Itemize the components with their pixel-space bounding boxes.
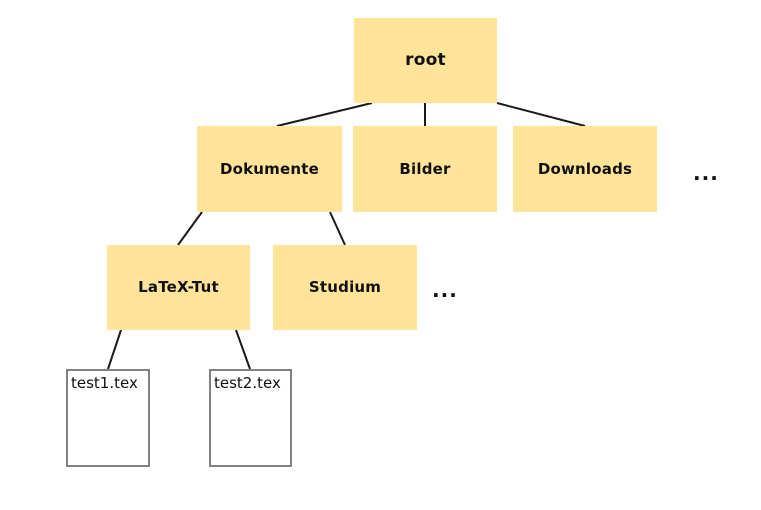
tree-node-latextut[interactable]: LaTeX-Tut (107, 245, 250, 330)
tree-node-label-test1: test1.tex (71, 374, 138, 392)
tree-node-label-root: root (405, 50, 446, 70)
tree-node-label-latextut: LaTeX-Tut (138, 278, 219, 296)
tree-node-label-downloads: Downloads (537, 159, 633, 178)
ellipsis-row3: ... (432, 278, 458, 302)
tree-node-bilder[interactable]: Bilder (353, 126, 497, 212)
tree-edge-dokumente-to-studium (329, 211, 346, 246)
tree-node-test2[interactable]: test2.tex (209, 369, 292, 467)
tree-edge-latextut-to-test2 (235, 329, 251, 370)
tree-edge-latextut-to-test1 (107, 329, 122, 370)
tree-node-label-bilder: Bilder (399, 159, 451, 178)
tree-node-label-studium: Studium (308, 278, 382, 296)
tree-node-root[interactable]: root (354, 18, 497, 103)
tree-edge-root-to-downloads (496, 102, 586, 127)
edges-group (107, 102, 586, 370)
tree-node-label-dokumente: Dokumente (219, 159, 320, 178)
tree-node-label-test2: test2.tex (214, 374, 281, 392)
tree-node-test1[interactable]: test1.tex (66, 369, 150, 467)
tree-node-dokumente[interactable]: Dokumente (197, 126, 342, 212)
ellipsis-row2: ... (693, 161, 719, 185)
tree-edge-dokumente-to-latextut (177, 211, 203, 246)
tree-edge-root-to-dokumente (276, 102, 373, 127)
tree-node-downloads[interactable]: Downloads (513, 126, 657, 212)
tree-node-studium[interactable]: Studium (273, 245, 417, 330)
